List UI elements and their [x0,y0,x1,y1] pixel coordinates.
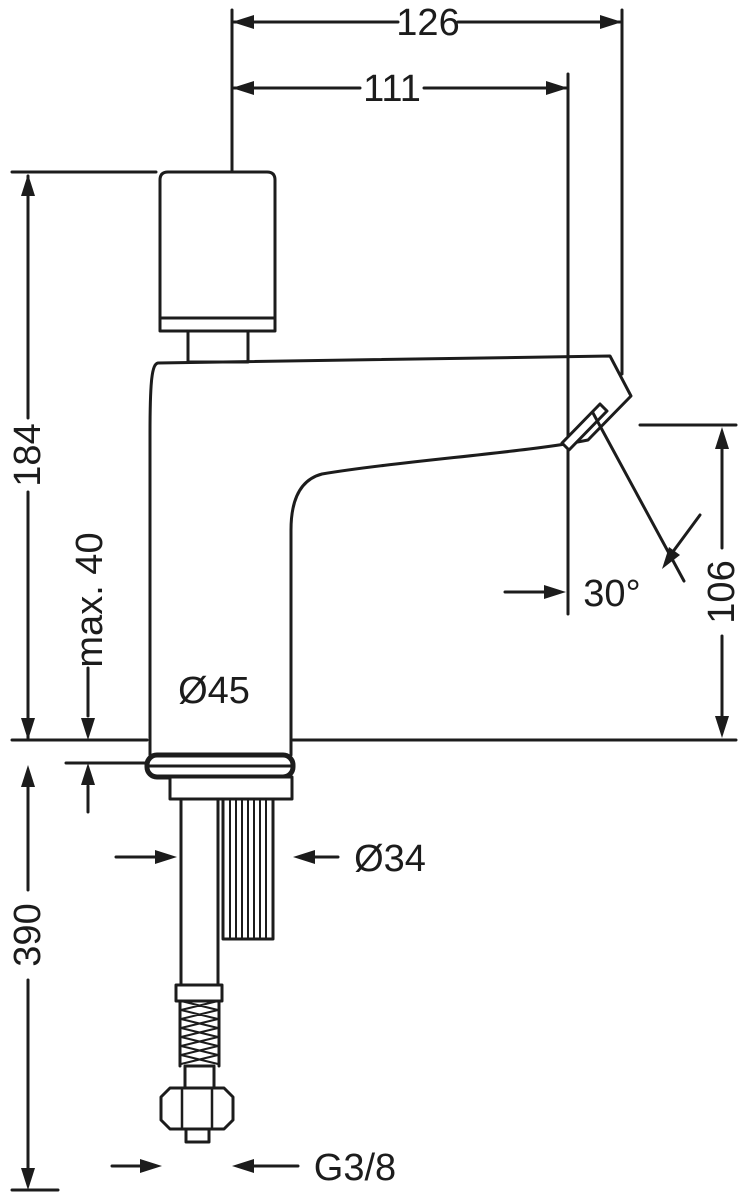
pipe-sides [179,797,220,987]
handle-neck [186,329,250,364]
faucet-drawing [144,170,633,1144]
faucet-handle [158,170,277,364]
hose-end-stub [184,1127,211,1144]
arrow-diagonal [662,547,680,569]
nut-facets [180,1088,214,1129]
arrow-right [600,15,622,29]
faucet-body-spout [148,354,633,757]
hose-length-value: 390 [7,903,49,966]
dim-outlet-angle: 30° [503,411,702,615]
arrow-top [715,427,729,449]
mounting-shank [221,797,275,941]
hose-sides [178,999,221,1068]
handle-body [158,170,277,320]
arrow-bottom [21,718,35,740]
dim-body-height-value: 184 [7,423,49,486]
arrow-right [155,850,177,864]
arrow-left [232,81,254,95]
arrow-right [544,585,566,599]
dim-spout-reach: 111 [232,68,568,110]
dim-hose-length: 390 [7,765,49,1190]
connection-thread-value: G3/8 [314,1147,396,1189]
angle-arrow-line [670,513,702,555]
handle-base-ring [158,316,277,333]
arrow-down [81,718,95,740]
dim-overall-depth-value: 126 [396,2,459,44]
arrow-left [232,1159,254,1173]
braided-hose [178,999,221,1068]
arrow-bottom [715,716,729,738]
arrow-left [293,850,315,864]
dim-max-thickness: max. 40 [69,532,111,814]
nut-outline [159,1086,235,1131]
pipe-collar [174,983,224,1003]
dim-overall-depth: 126 [232,2,622,44]
connection-nut [159,1086,235,1131]
arrow-bottom [21,1168,35,1190]
base-flange [144,752,296,780]
supply-pipe [174,797,224,1003]
arrow-top [21,174,35,196]
label-base-diameter: Ø45 [178,670,250,712]
arrow-right [546,81,568,95]
hose-ferrule [183,1064,216,1090]
shank-diameter-value: Ø34 [354,838,426,880]
arrow-up [81,763,95,785]
shank-thread-hatch [229,798,267,940]
dim-spout-reach-value: 111 [363,68,421,110]
arrow-right [140,1159,162,1173]
dim-shank-diameter: Ø34 [114,838,426,880]
underdeck-collar [168,775,294,801]
arrow-left [232,15,254,29]
outlet-height-value: 106 [701,560,743,623]
dim-body-height: 184 [7,174,49,740]
extension-lines [10,8,738,1192]
base-diameter-value: Ø45 [178,670,250,712]
hose-braid-hatch [180,1000,219,1065]
label-connection-thread: G3/8 [110,1147,396,1189]
arrow-top [21,765,35,787]
outlet-angle-value: 30° [583,573,640,615]
dim-max-thickness-value: max. 40 [69,532,111,667]
dim-outlet-height: 106 [701,427,743,738]
